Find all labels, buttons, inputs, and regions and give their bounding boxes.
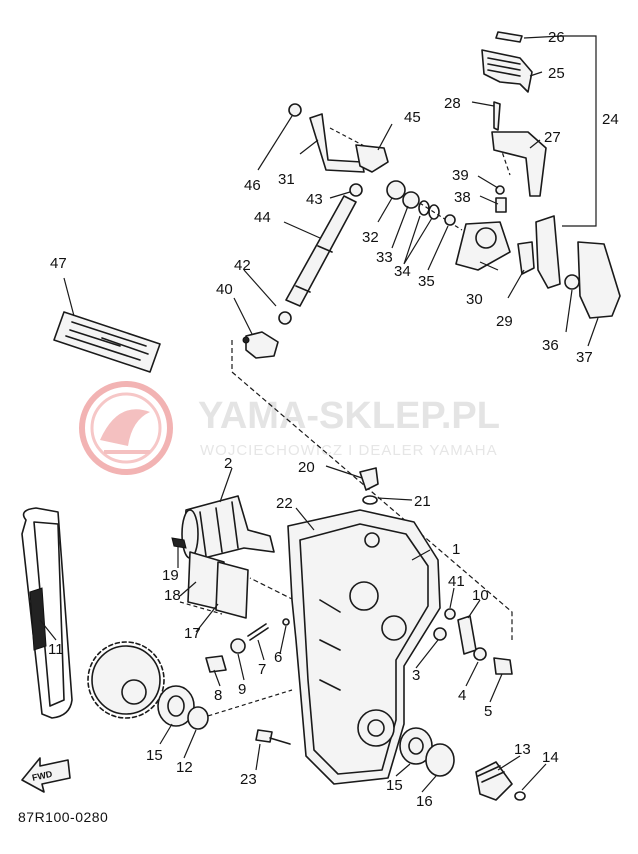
- callout-10: 10: [472, 587, 489, 604]
- callout-2: 2: [224, 455, 232, 472]
- diagram-code: 87R100-0280: [18, 809, 108, 825]
- leader-lines: [39, 35, 599, 793]
- callout-43: 43: [306, 191, 323, 208]
- front-direction-arrow: FWD: [21, 757, 71, 793]
- watermark-subtitle: WOJCIECHOWICZ I DEALER YAMAHA: [200, 442, 498, 459]
- small-hardware-right: [433, 608, 513, 675]
- callout-7: 7: [258, 661, 266, 678]
- callout-18: 18: [164, 587, 181, 604]
- callout-24: 24: [602, 111, 619, 128]
- callout-32: 32: [362, 229, 379, 246]
- shift-drum: [181, 495, 275, 561]
- callout-39: 39: [452, 167, 469, 184]
- callout-38: 38: [454, 189, 471, 206]
- callout-numbers: 1 2 3 4 5 6 7 8 9 10 11 12 13 14 15 15 1…: [48, 29, 619, 810]
- callout-25: 25: [548, 65, 565, 82]
- callout-20: 20: [298, 459, 315, 476]
- watermark-logo: [79, 381, 173, 475]
- washer-stack: [386, 180, 456, 226]
- callout-12: 12: [176, 759, 193, 776]
- callout-21: 21: [414, 493, 431, 510]
- callout-9: 9: [238, 681, 246, 698]
- callout-1: 1: [452, 541, 460, 558]
- callout-35: 35: [418, 273, 435, 290]
- callout-17: 17: [184, 625, 201, 642]
- callout-31: 31: [278, 171, 295, 188]
- callout-30: 30: [466, 291, 483, 308]
- watermark: YAMA-SKLEP.PL WOJCIECHOWICZ I DEALER YAM…: [79, 381, 500, 475]
- callout-11: 11: [48, 641, 64, 658]
- callout-42: 42: [234, 257, 251, 274]
- front-arrow-label: FWD: [31, 769, 54, 783]
- callout-6: 6: [274, 649, 282, 666]
- callout-14: 14: [542, 749, 559, 766]
- callout-5: 5: [484, 703, 492, 720]
- mount-bolt: [255, 729, 291, 745]
- gearcase-housing: [287, 467, 441, 785]
- gasket-plates: [171, 537, 249, 619]
- callout-16: 16: [416, 793, 433, 810]
- callout-23: 23: [240, 771, 257, 788]
- output-shaft-assembly: [399, 727, 526, 801]
- callout-13: 13: [514, 741, 531, 758]
- caution-label-part: [53, 311, 161, 373]
- callout-47: 47: [50, 255, 67, 272]
- callout-15b: 15: [386, 777, 403, 794]
- callout-4: 4: [458, 687, 466, 704]
- sprocket: [87, 641, 165, 719]
- callout-29: 29: [496, 313, 513, 330]
- callout-26: 26: [548, 29, 565, 46]
- callout-41: 41: [448, 573, 465, 590]
- callout-34: 34: [394, 263, 411, 280]
- callout-15a: 15: [146, 747, 163, 764]
- callout-8: 8: [214, 687, 222, 704]
- shift-pedal-assembly: [455, 31, 621, 319]
- callout-33: 33: [376, 249, 393, 266]
- drive-chain: [21, 507, 73, 719]
- callout-36: 36: [542, 337, 559, 354]
- callout-45: 45: [404, 109, 421, 126]
- callout-19: 19: [162, 567, 179, 584]
- bearings-left: [157, 685, 209, 730]
- small-hardware-left: [205, 618, 290, 673]
- callout-46: 46: [244, 177, 261, 194]
- callout-3: 3: [412, 667, 420, 684]
- watermark-title: YAMA-SKLEP.PL: [198, 395, 500, 437]
- callout-40: 40: [216, 281, 233, 298]
- callout-37: 37: [576, 349, 593, 366]
- callout-44: 44: [254, 209, 271, 226]
- callout-27: 27: [544, 129, 561, 146]
- callout-28: 28: [444, 95, 461, 112]
- callout-22: 22: [276, 495, 293, 512]
